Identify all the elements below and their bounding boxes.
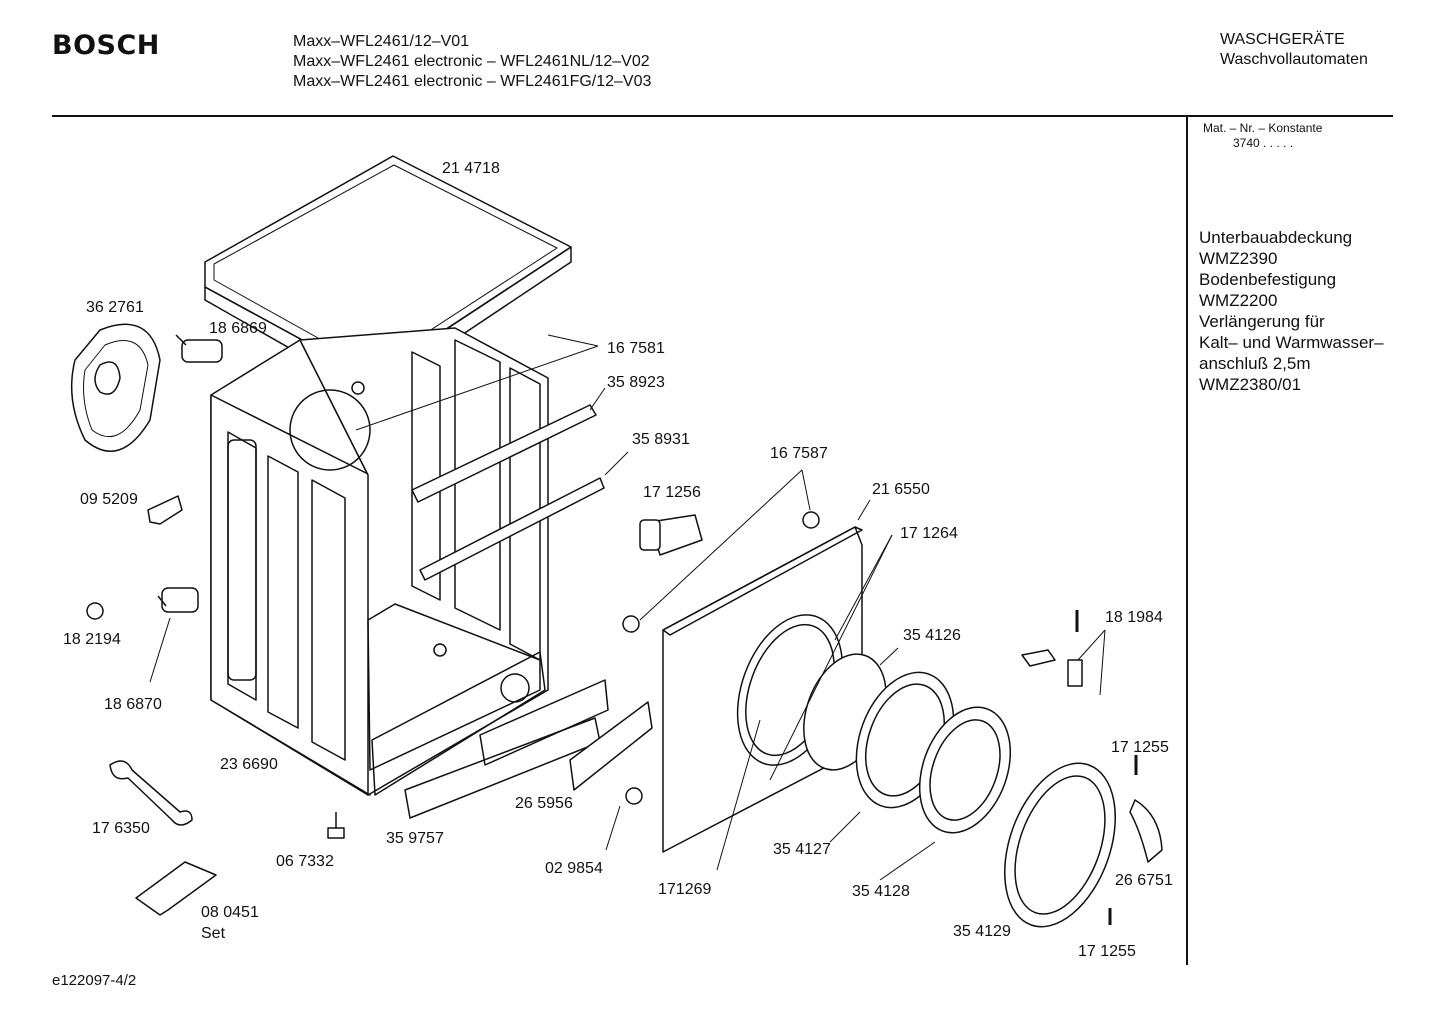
- brand-logo: BOSCH: [52, 30, 160, 61]
- category-title: WASCHGERÄTE: [1220, 31, 1345, 48]
- part-label: 17 6350: [92, 820, 150, 837]
- accessory-line: Bodenbefestigung: [1199, 270, 1337, 289]
- part-label: 171269: [658, 881, 711, 898]
- kick-plate-drawing: [404, 679, 653, 819]
- cabinet-drawing: [210, 327, 549, 796]
- wrench-drawing: [109, 760, 193, 826]
- part-label: 35 4128: [852, 883, 910, 900]
- model-line-1: Maxx–WFL2461/12–V01: [293, 33, 470, 50]
- part-label: 17 1255: [1078, 943, 1136, 960]
- door-ring-drawing: [1003, 762, 1117, 928]
- part-label: 06 7332: [276, 853, 334, 870]
- model-line-3: Maxx–WFL2461 electronic – WFL2461FG/12–V…: [293, 73, 652, 90]
- exploded-parts-diagram: 21 4718 36 2761 18 6869 16 7581 35 8923 …: [63, 155, 1173, 960]
- part-label: 35 8923: [607, 374, 665, 391]
- part-label: 16 7587: [770, 445, 828, 462]
- category-subtitle: Waschvollautomaten: [1220, 51, 1368, 68]
- door-lock-drawing: [622, 511, 820, 633]
- side-panel-divider: [1186, 117, 1188, 965]
- part-label: 08 0451: [201, 904, 259, 921]
- part-label: 17 1264: [900, 525, 958, 542]
- part-label: 35 8931: [632, 431, 690, 448]
- part-label: 26 6751: [1115, 872, 1173, 889]
- part-label: Set: [201, 925, 226, 942]
- part-label: 23 6690: [220, 756, 278, 773]
- part-label: 16 7581: [607, 340, 665, 357]
- hinge-drawing: [1021, 610, 1163, 925]
- part-label: 35 9757: [386, 830, 444, 847]
- part-label: 18 2194: [63, 631, 121, 648]
- material-number-block: Mat. – Nr. – Konstante 3740 . . . . .: [1203, 121, 1322, 151]
- rear-panel-drawing: [70, 323, 161, 452]
- part-label: 26 5956: [515, 795, 573, 812]
- leader-lines: [149, 334, 1106, 881]
- part-label: 35 4129: [953, 923, 1011, 940]
- accessory-line: WMZ2380/01: [1199, 375, 1302, 394]
- cross-braces-drawing: [411, 404, 605, 581]
- part-label: 09 5209: [80, 491, 138, 508]
- part-label: 21 4718: [442, 160, 500, 177]
- part-label: 35 4126: [903, 627, 961, 644]
- part-label: 02 9854: [545, 860, 603, 877]
- part-label: 17 1256: [643, 484, 701, 501]
- accessory-line: anschluß 2,5m: [1199, 354, 1311, 373]
- part-label: 17 1255: [1111, 739, 1169, 756]
- foot-drawing: [135, 812, 345, 916]
- part-label: 36 2761: [86, 299, 144, 316]
- header-divider: [52, 115, 1393, 117]
- front-panel-drawing: [662, 526, 863, 853]
- part-label: 18 6870: [104, 696, 162, 713]
- category: WASCHGERÄTE Waschvollautomaten: [1220, 30, 1368, 70]
- model-list: Maxx–WFL2461/12–V01 Maxx–WFL2461 electro…: [293, 32, 651, 92]
- part-label: 18 1984: [1105, 609, 1163, 626]
- clip-drawing: [86, 495, 183, 620]
- material-number-label: Mat. – Nr. – Konstante: [1203, 121, 1323, 135]
- part-label: 21 6550: [872, 481, 930, 498]
- pump-drawing: [157, 334, 223, 613]
- door-glass-drawing: [918, 706, 1012, 834]
- model-line-2: Maxx–WFL2461 electronic – WFL2461NL/12–V…: [293, 53, 650, 70]
- accessory-line: Kalt– und Warmwasser–: [1199, 333, 1384, 352]
- accessory-line: Verlängerung für: [1199, 312, 1325, 331]
- drawing-code: e122097-4/2: [52, 972, 137, 989]
- part-label: 35 4127: [773, 841, 831, 858]
- accessory-line: WMZ2200: [1199, 291, 1278, 310]
- material-number-value: 3740 . . . . .: [1233, 136, 1294, 150]
- part-label: 18 6869: [209, 320, 267, 337]
- accessory-line: Unterbauabdeckung: [1199, 228, 1353, 247]
- accessories-list: Unterbauabdeckung WMZ2390 Bodenbefestigu…: [1199, 227, 1384, 395]
- accessory-line: WMZ2390: [1199, 249, 1278, 268]
